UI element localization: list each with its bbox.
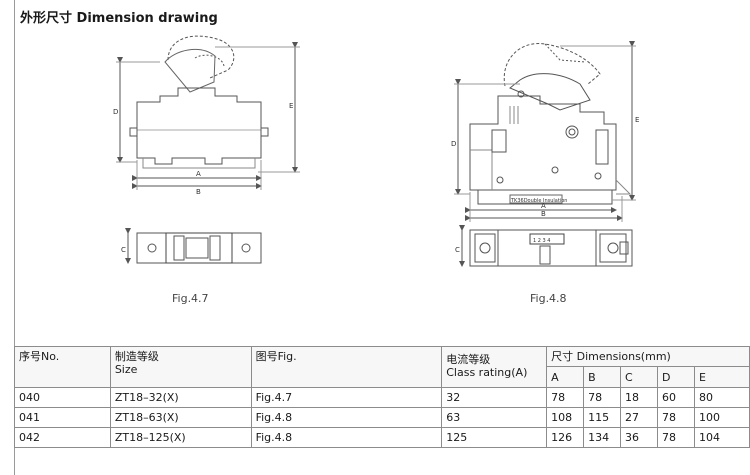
row-dim-b: 134 (583, 427, 622, 448)
fig47-caption: Fig.4.7 (172, 292, 209, 305)
header-dim-d: D (657, 366, 695, 388)
header-size-en: Size (114, 363, 138, 376)
row-dim-d: 60 (657, 387, 695, 408)
fig48-label-c: C (455, 246, 460, 254)
row-dim-c: 18 (620, 387, 658, 408)
fig48-label-b: B (541, 210, 546, 218)
page-title: 外形尺寸 Dimension drawing (20, 11, 218, 26)
header-dim-b: B (583, 366, 622, 388)
row-dim-d: 78 (657, 407, 695, 428)
header-class-zh: 电流等级 (446, 353, 491, 366)
fig47-side-view (116, 35, 300, 190)
header-size: 制造等级 Size (109, 346, 252, 388)
header-dim-c: C (620, 366, 658, 388)
fig48-top-view (459, 225, 633, 267)
row-dim-a: 126 (546, 427, 585, 448)
fig47-label-e: E (289, 102, 293, 110)
fig48-side-view (454, 41, 636, 222)
header-dim-a: A (546, 366, 585, 388)
fig48-label-a: A (541, 202, 546, 210)
row-dim-e: 80 (693, 387, 750, 408)
row-no: 042 (14, 427, 111, 448)
row-dim-e: 100 (693, 407, 750, 428)
header-no: 序号No. (14, 346, 111, 388)
row-no: 040 (14, 387, 111, 408)
fig47-label-a: A (196, 170, 201, 178)
table-row: 042 ZT18–125(X) Fig.4.8 125 126 134 36 7… (14, 427, 750, 448)
row-size: ZT18–125(X) (109, 427, 252, 448)
table-row: 040 ZT18–32(X) Fig.4.7 32 78 78 18 60 80 (14, 387, 750, 408)
fig48-nameplate: TK36Double Insulation (510, 198, 567, 204)
row-class: 63 (441, 407, 548, 428)
fig48-label-d: D (451, 140, 456, 148)
header-class: 电流等级 Class rating(A) (441, 346, 548, 388)
left-margin-rule (14, 0, 15, 475)
row-dim-a: 78 (546, 387, 585, 408)
header-dim-e: E (693, 366, 750, 388)
fig47-top-view (125, 228, 262, 264)
row-fig: Fig.4.7 (250, 387, 443, 408)
fig48-caption: Fig.4.8 (530, 292, 567, 305)
row-size: ZT18–32(X) (109, 387, 252, 408)
row-fig: Fig.4.8 (250, 427, 443, 448)
header-fig: 图号Fig. (250, 346, 443, 388)
header-dimensions: 尺寸 Dimensions(mm) (546, 346, 750, 367)
row-dim-c: 36 (620, 427, 658, 448)
row-size: ZT18–63(X) (109, 407, 252, 428)
fig47-label-c: C (121, 246, 126, 254)
row-fig: Fig.4.8 (250, 407, 443, 428)
fig48-indicator: 1 2 3 4 (533, 238, 551, 244)
fig47-label-b: B (196, 188, 201, 196)
row-dim-c: 27 (620, 407, 658, 428)
row-class: 32 (441, 387, 548, 408)
dimensions-table: 序号No. 制造等级 Size 图号Fig. 电流等级 Class rating… (14, 346, 750, 448)
row-no: 041 (14, 407, 111, 428)
row-class: 125 (441, 427, 548, 448)
row-dim-e: 104 (693, 427, 750, 448)
header-size-zh: 制造等级 (114, 350, 159, 363)
row-dim-d: 78 (657, 427, 695, 448)
fig47-label-d: D (113, 108, 118, 116)
table-header-row: 序号No. 制造等级 Size 图号Fig. 电流等级 Class rating… (14, 346, 750, 388)
fig48-label-e: E (635, 116, 639, 124)
row-dim-a: 108 (546, 407, 585, 428)
table-row: 041 ZT18–63(X) Fig.4.8 63 108 115 27 78 … (14, 407, 750, 428)
dimension-drawings: D E A B C D E A B C TK36Double Insulatio… (113, 35, 639, 267)
row-dim-b: 78 (583, 387, 622, 408)
header-class-en: Class rating(A) (446, 366, 528, 379)
row-dim-b: 115 (583, 407, 622, 428)
